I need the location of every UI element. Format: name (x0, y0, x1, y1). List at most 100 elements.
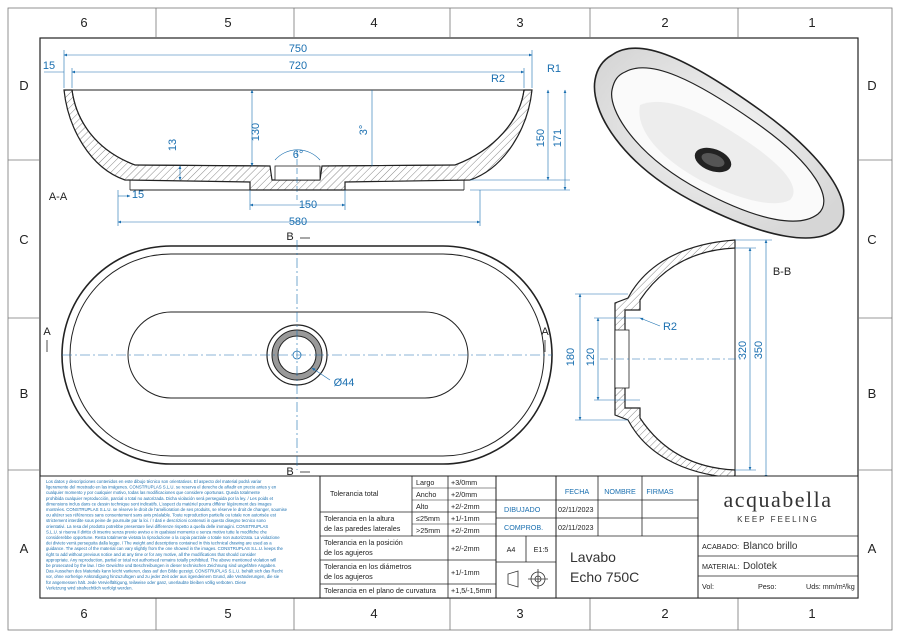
dim-overall-length: 750 (289, 43, 307, 55)
dim-radius-r1: R1 (547, 63, 561, 75)
header-nombre: NOMBRE (604, 487, 636, 496)
tol-pos-val: +2/-2mm (451, 544, 480, 553)
dim-inner-depth: 130 (250, 123, 262, 141)
grid-col-label: 3 (516, 15, 523, 30)
tol-diam-val: +1/-1mm (451, 568, 480, 577)
grid-row-label: B (20, 386, 29, 401)
tol-diam-label-2: de los agujeros (324, 572, 373, 581)
header-fecha: FECHA (565, 487, 590, 496)
tol-gt25-val: +2/-2mm (451, 526, 480, 535)
tol-pos-label-2: de los agujeros (324, 548, 373, 557)
grid-row-label: D (19, 78, 28, 93)
tol-pos-label-1: Tolerancia en la posición (324, 538, 403, 547)
isometric-view (593, 47, 845, 239)
grid-col-label: 4 (370, 606, 377, 621)
section-a-a-view (63, 89, 533, 200)
dim-drain-diameter: Ø44 (334, 377, 355, 389)
tol-walls-label-1: Tolerancia en la altura (324, 514, 394, 523)
acabado-value: Blanco brillo (743, 541, 798, 552)
brand-block: acquabella KEEP FEELING ACABADO: Blanco … (702, 487, 855, 591)
grid-col-label: 4 (370, 15, 377, 30)
dim-radius-r2-side: R2 (663, 321, 677, 333)
tol-diam-label-1: Tolerancia en los diámetros (324, 562, 412, 571)
section-a-a-label: A-A (49, 191, 68, 203)
grid-col-label: 5 (224, 606, 231, 621)
grid-row-label: D (867, 78, 876, 93)
grid-col-label: 2 (661, 606, 668, 621)
disclaimer-line: ligeramente del mostrado en las imágenes… (46, 485, 277, 490)
disclaimer-line: Los datos y descripciones contenidos en … (46, 479, 262, 484)
section-b-b-labels: 180 120 R2 320 350 B-B (565, 266, 791, 366)
dim-total-height: 171 (552, 129, 564, 147)
grid-row-label: A (868, 541, 877, 556)
dim-outer-depth: 180 (565, 348, 577, 366)
grid-col-label: 1 (808, 606, 815, 621)
tol-alto: Alto (416, 502, 428, 511)
acabado-label: ACABADO: (702, 542, 739, 551)
section-b-marker-bottom: B (286, 466, 293, 478)
grid-col-label: 6 (80, 15, 87, 30)
approval-table: FECHA NOMBRE FIRMAS DIBUJADO 02/11/2023 … (504, 487, 674, 589)
grid-row-labels-left: D C B A (19, 78, 28, 556)
tol-le25: ≤25mm (416, 514, 440, 523)
disclaimer-line: S.L.U. si riserva il diritto di inserire… (46, 529, 268, 534)
disclaimer-line: vor, ohne vorherige Ankündigung hinzuzuf… (46, 574, 280, 579)
disclaimer-line: considerebbe opportune. Resta totalmente… (46, 535, 280, 540)
section-arrows (46, 237, 546, 473)
projection-symbol-icon (507, 569, 548, 589)
disclaimer-line: appropriate. Any reproduction, partial o… (46, 557, 276, 562)
disclaimer-line: Das Aussehen des Materials kann leicht v… (46, 569, 283, 574)
tol-gt25: >25mm (416, 526, 440, 535)
tol-ancho: Ancho (416, 490, 436, 499)
disclaimer-line: right to add without previous notice and… (46, 552, 257, 557)
dim-overall-width: 350 (753, 341, 765, 359)
brand-tagline: KEEP FEELING (737, 515, 819, 524)
disclaimer-line: montrées. CONSTRUPLAS S.L.U. se réserve … (46, 507, 288, 512)
dim-inner-length: 720 (289, 60, 307, 72)
dim-base-length: 580 (289, 216, 307, 228)
grid-row-label: A (20, 541, 29, 556)
dim-drain-angle: 6° (293, 149, 304, 161)
tol-curv-label: Tolerancia en el plano de curvatura (324, 586, 436, 595)
grid-col-label: 5 (224, 15, 231, 30)
disclaimer-line: prohibida cualquier reproducción, parcia… (46, 496, 274, 501)
tol-largo-val: +3/0mm (451, 478, 477, 487)
disclaimer-line: für angemessen hält. Jede Vervielfältigu… (46, 580, 247, 585)
dibujado-label: DIBUJADO (504, 505, 541, 514)
dim-outer-height: 150 (535, 129, 547, 147)
disclaimer-line: Verletzung wird strafrechtlich verfolgt … (46, 585, 133, 590)
grid-col-label: 2 (661, 15, 668, 30)
section-a-a-dimensions (44, 50, 570, 226)
comprob-label: COMPROB. (504, 523, 543, 532)
tol-ancho-val: +2/0mm (451, 490, 477, 499)
material-label: MATERIAL: (702, 562, 739, 571)
peso-label: Peso: (758, 582, 776, 591)
dim-rim-width: 15 (43, 60, 55, 72)
dim-radius-r2: R2 (491, 73, 505, 85)
grid-row-labels-right: D C B A (867, 78, 876, 556)
section-b-b-label: B-B (773, 266, 791, 278)
disclaimer-line: dimensions inclus dans ce dessin techniq… (46, 501, 272, 506)
grid-column-labels-top: 6 5 4 3 2 1 (80, 15, 815, 30)
tol-total-label: Tolerancia total (330, 489, 379, 498)
tol-le25-val: +1/-1mm (451, 514, 480, 523)
drawing-scale: E1:5 (534, 545, 549, 554)
plan-view-labels: Ø44 B B A A (43, 231, 549, 478)
grid-row-label: C (19, 232, 28, 247)
section-a-marker-right: A (541, 326, 549, 338)
brand-logo: acquabella (723, 487, 832, 512)
grid-row-label: B (868, 386, 877, 401)
dibujado-date: 02/11/2023 (558, 505, 593, 514)
section-a-a-dimension-labels: 750 720 15 R2 R1 130 13 6° 3° 150 171 15… (43, 43, 564, 228)
tol-walls-label-2: de las paredes laterales (324, 524, 401, 533)
grid-col-label: 3 (516, 606, 523, 621)
grid-col-label: 1 (808, 15, 815, 30)
disclaimer-line: orientativi. La resa del prodotto potreb… (46, 524, 268, 529)
product-title-line2: Echo 750C (570, 569, 639, 585)
grid-column-labels-bottom: 6 5 4 3 2 1 (80, 606, 815, 621)
dim-inner-depth-b: 120 (585, 348, 597, 366)
material-value: Dolotek (743, 561, 778, 572)
dim-foot-width: 15 (132, 189, 144, 201)
disclaimer-line: dei divieto verrà perseguita dalla legge… (46, 541, 272, 546)
